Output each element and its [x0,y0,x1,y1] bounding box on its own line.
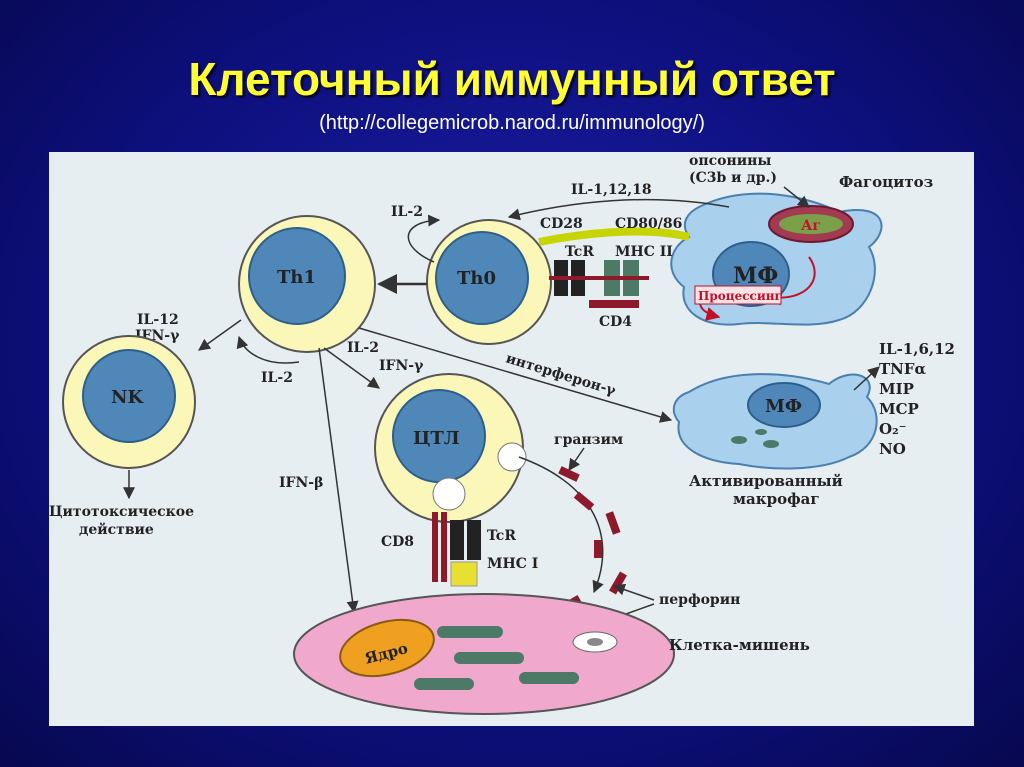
il2-low-loop [236,335,300,364]
antigen-label: Аг [801,218,821,234]
cd80-label: CD80/86 [615,216,682,232]
mhc1 [450,561,478,587]
cd28-label: CD28 [540,216,583,232]
granzyme-arrow [568,447,585,471]
target-nucleus [339,618,435,678]
macrophage-activated-nucleus [747,382,821,428]
nk-label: NK [111,387,144,408]
ifn-mid-label: IFN-γ [379,358,424,374]
ctl-label: ЦТЛ [413,428,460,449]
interferon-label: интерферон-γ [504,351,618,400]
il1-label: IL-1,12,18 [571,182,652,198]
macrophage-top-label: МФ [733,263,778,289]
activated-mf-label: Активированный [689,472,843,490]
slide-title: Клеточный иммунный ответ [188,53,836,105]
processing-label-box [694,285,782,305]
th1-to-mf-arrow [358,327,673,423]
opsonins-arrow [783,186,810,208]
granule-3 [605,511,621,535]
mf-granule-2 [763,440,779,448]
processing-label: Процессинг [698,289,782,303]
cd4-bar [589,300,639,308]
cytokine-2: TNFα [879,360,927,378]
immune-diagram: МФ Аг Процессинг опсонины (С3b и др.) Фа… [49,152,974,726]
cd8-label: CD8 [381,534,414,550]
il2-top-label: IL-2 [391,204,423,220]
target-cell-label: Клетка-мишень [669,636,810,654]
mhc2-label: MHC II [615,244,673,260]
perforin-curve [518,456,604,594]
granule-2 [573,491,595,511]
tcr-low-b [467,520,481,560]
antigen-core [779,214,843,234]
mf-granule-1 [731,436,747,444]
cytokine-list: IL-1,6,12 TNFα MIP MCP O₂⁻ NO [879,340,955,458]
ctl-granule-1 [497,442,527,472]
il1-arrow [507,198,730,221]
tcr-low-label: TcR [487,528,516,544]
ifn-beta-label: IFN-β [279,475,323,491]
granzyme-label: гранзим [554,432,623,448]
cd28-link [538,227,690,246]
opsonins-label: опсонины [689,153,771,169]
mitochondrion-4 [519,672,579,684]
activated-mf-label-2: макрофаг [733,490,820,508]
granule-4 [594,540,602,558]
tcr-low-a [450,520,464,560]
tcr-top-label: TcR [565,244,594,260]
macrophage-activated-label: МФ [765,396,802,417]
perforin-label: перфорин [659,592,740,608]
il2-top-loop [407,214,441,263]
slide-source: (http://collegemicrob.narod.ru/immunolog… [319,112,705,134]
mf-granule-3 [755,429,767,435]
mf-cytokine-arrow [853,366,880,391]
ctl-granule-2 [432,477,466,511]
il2-mid-label: IL-2 [347,340,379,356]
mitochondrion-3 [414,678,474,690]
perforin-arrow-1 [612,583,655,601]
cytokine-3: MIP [879,380,914,398]
cd4-label: CD4 [599,314,632,330]
granule-5 [609,571,627,595]
perforin-pore-core [587,638,603,646]
phagocytosis-label: Фагоцитоз [839,173,933,191]
mhc1-label: MHC I [487,556,538,572]
cd8-bar-a [432,512,438,582]
th0-label: Th0 [457,268,496,289]
cytotoxic-label: Цитотоксическое [49,504,194,520]
th1-to-ctl-arrow [323,347,380,389]
diagram-svg: МФ Аг Процессинг опсонины (С3b и др.) Фа… [49,153,955,715]
cytokine-4: MCP [879,400,919,418]
nk-nucleus [82,349,176,443]
mitochondrion-2 [454,652,524,664]
il2-low-label: IL-2 [261,370,293,386]
cytokine-5: O₂⁻ [879,420,907,438]
ifn-beta-arrow [318,347,359,614]
th1-nucleus [248,227,346,325]
opsonins-label-2: (С3b и др.) [689,170,777,186]
cytokine-6: NO [879,440,906,458]
mitochondrion-1 [437,626,503,638]
cytokine-1: IL-1,6,12 [879,340,955,358]
il12-label: IL-12 [137,312,179,328]
granule-1 [558,466,580,482]
th1-label: Th1 [277,267,316,288]
th1-to-nk-arrow [198,319,242,351]
cd8-bar-b [441,512,447,582]
th0-nucleus [435,231,529,325]
cytotoxic-label-2: действие [79,521,154,538]
